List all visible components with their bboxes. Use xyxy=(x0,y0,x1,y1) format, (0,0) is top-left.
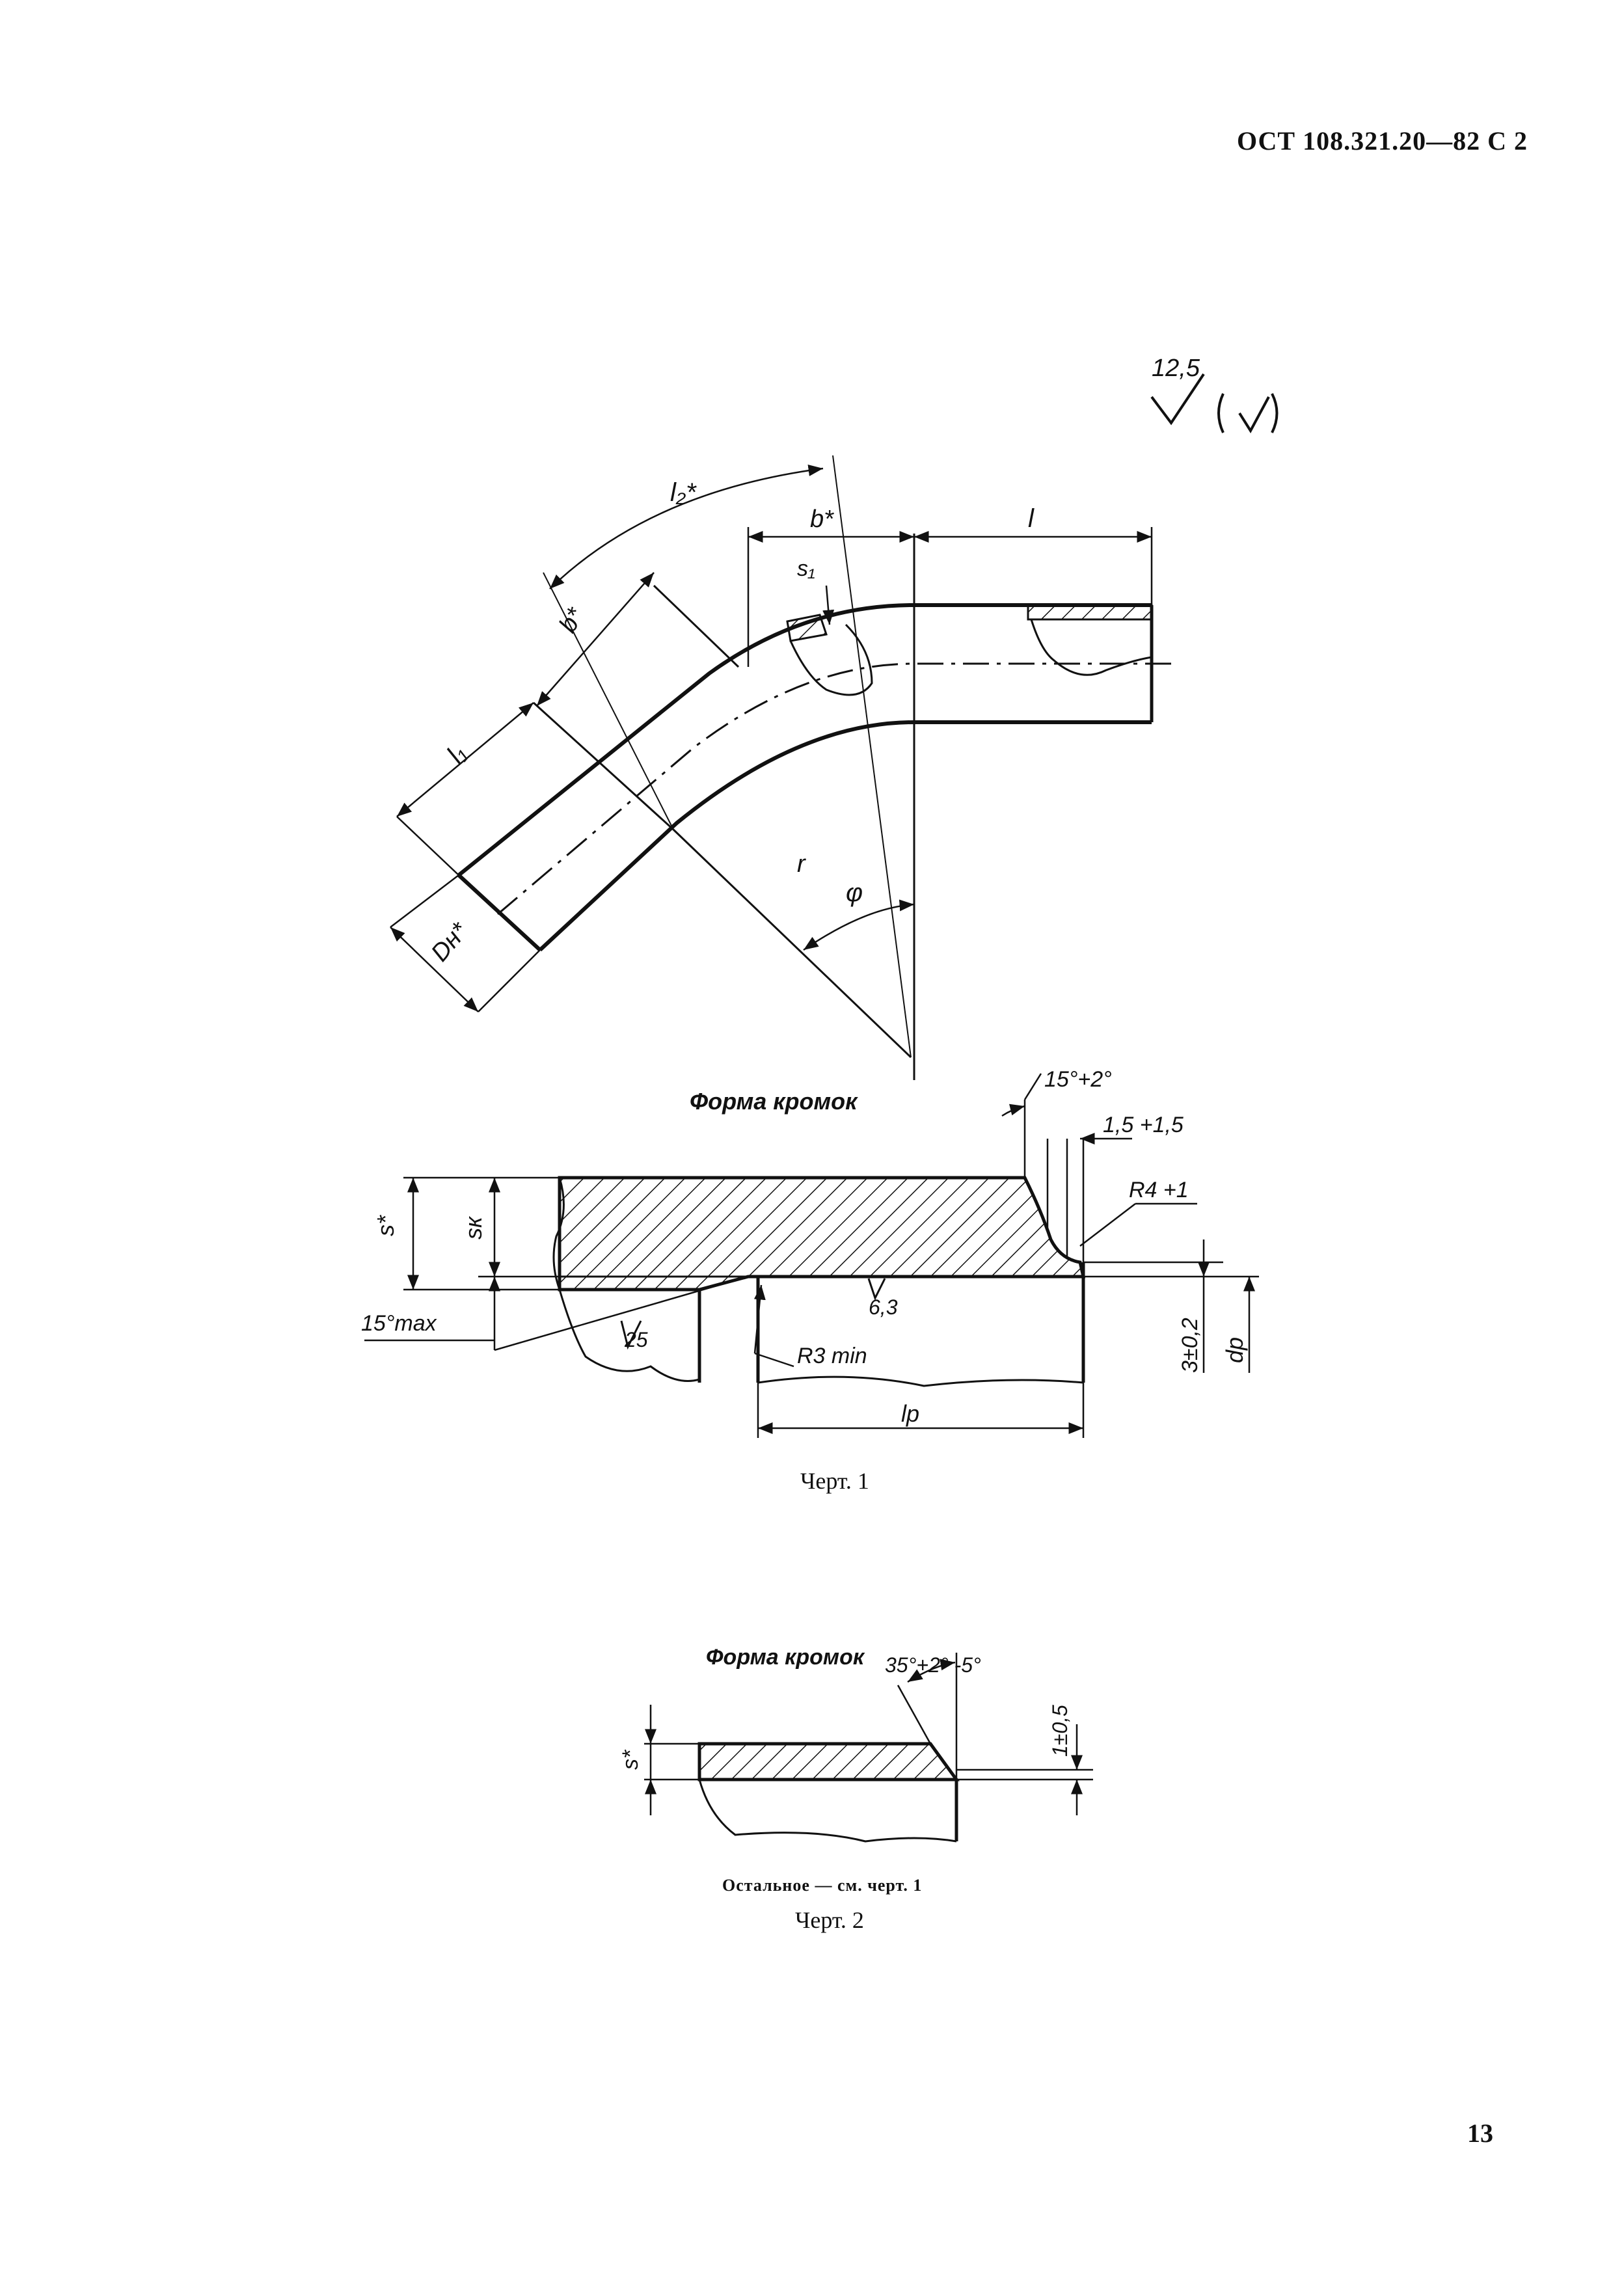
figure-1-caption: Черт. 1 xyxy=(800,1468,869,1494)
edge-offset-1: 1,5 +1,5 xyxy=(1103,1113,1184,1137)
edge2-s: s* xyxy=(618,1749,643,1770)
edge-section-2 xyxy=(644,1653,1093,1843)
figure-2-caption: Черт. 2 xyxy=(795,1907,864,1933)
edge-dimensions-1 xyxy=(364,1073,1255,1434)
roughness-marks-1 xyxy=(620,1278,886,1350)
edge-r3: R3 min xyxy=(797,1344,867,1368)
edge-angle-1: 15°+2° xyxy=(1044,1067,1112,1092)
edge-section-1 xyxy=(403,1100,1259,1438)
bent-pipe xyxy=(457,455,1171,1080)
dim-s1: s₁ xyxy=(797,556,815,581)
dim-dn: Dн* xyxy=(426,917,474,966)
standard-designation: ОСТ 108.321.20—82 С 2 xyxy=(1236,126,1528,156)
dim-l2: l₂* xyxy=(670,478,697,507)
dim-phi: φ xyxy=(846,878,863,907)
page-number: 13 xyxy=(1467,2119,1493,2148)
edge-radius-1: R4 +1 xyxy=(1129,1178,1189,1202)
edge2-tol: 1±0,5 xyxy=(1048,1705,1072,1757)
edge-lp: lр xyxy=(901,1400,919,1427)
edge-sk: sк xyxy=(460,1215,487,1239)
dim-l: l xyxy=(1028,504,1035,533)
dim-r: r xyxy=(797,850,806,878)
dim-b-straight: b* xyxy=(810,506,834,533)
dim-b-bend: b* xyxy=(554,603,589,637)
roughness-symbol xyxy=(1150,373,1279,433)
pipe-dimensions xyxy=(390,465,1153,1012)
edge-rough-25: 25 xyxy=(624,1328,648,1351)
edge-dp: dр xyxy=(1221,1337,1248,1363)
roughness-value: 12,5 xyxy=(1152,355,1200,382)
edge-rough-63: 6,3 xyxy=(869,1295,898,1319)
edge-tol-3: 3±0,2 xyxy=(1178,1318,1202,1373)
dim-l1: l₁ xyxy=(441,739,472,768)
edge-form-title-1: Форма кромок xyxy=(690,1088,858,1115)
edge-form-title-2: Форма кромок xyxy=(706,1645,865,1670)
edge-taper: 15°max xyxy=(361,1311,437,1336)
edge-angle-2: 35°+2° -5° xyxy=(885,1653,981,1677)
figure-2-note: Остальное — см. черт. 1 xyxy=(722,1876,923,1895)
edge-dimensions-2 xyxy=(645,1659,1083,1815)
edge-s: s* xyxy=(372,1215,399,1236)
